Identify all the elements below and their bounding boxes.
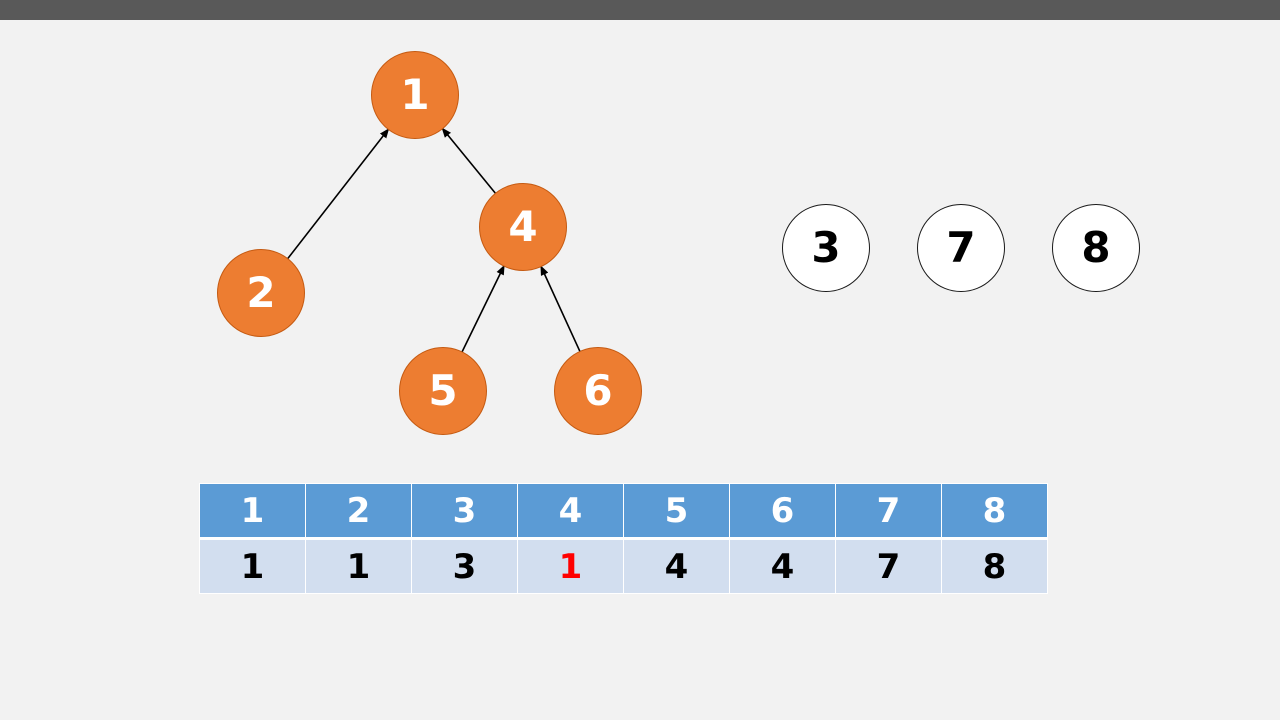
parent-cell: 7 <box>835 538 942 594</box>
top-bar <box>0 0 1280 20</box>
tree-node-1: 1 <box>371 51 459 139</box>
tree-node-1-label: 1 <box>400 70 430 119</box>
tree-node-4-label: 4 <box>508 202 538 251</box>
edge-4-to-1 <box>441 127 498 196</box>
tree-node-2-label: 2 <box>246 268 276 317</box>
single-node-8-label: 8 <box>1081 223 1111 272</box>
tree-node-5: 5 <box>399 347 487 435</box>
tree-node-2: 2 <box>217 249 305 337</box>
edge-5-to-4 <box>460 264 505 355</box>
single-node-7: 7 <box>917 204 1005 292</box>
index-cell: 4 <box>517 483 624 540</box>
edge-2-to-1 <box>285 128 390 262</box>
tree-node-5-label: 5 <box>428 366 458 415</box>
parent-cell: 4 <box>623 538 730 594</box>
single-node-3: 3 <box>782 204 870 292</box>
index-cell: 8 <box>941 483 1048 540</box>
index-cell: 1 <box>199 483 306 540</box>
index-row: 1 2 3 4 5 6 7 8 <box>199 483 1048 540</box>
tree-node-6-label: 6 <box>583 366 613 415</box>
index-cell: 3 <box>411 483 518 540</box>
parent-cell: 3 <box>411 538 518 594</box>
single-node-3-label: 3 <box>811 223 841 272</box>
tree-node-4: 4 <box>479 183 567 271</box>
parent-array-table: 1 2 3 4 5 6 7 8 1 1 3 1 4 4 7 8 <box>199 483 1048 594</box>
index-cell: 2 <box>305 483 412 540</box>
parent-cell: 1 <box>305 538 412 594</box>
single-node-8: 8 <box>1052 204 1140 292</box>
index-cell: 7 <box>835 483 942 540</box>
single-node-7-label: 7 <box>946 223 976 272</box>
parent-cell: 1 <box>199 538 306 594</box>
parent-cell: 4 <box>729 538 836 594</box>
tree-node-6: 6 <box>554 347 642 435</box>
index-cell: 6 <box>729 483 836 540</box>
parent-row: 1 1 3 1 4 4 7 8 <box>199 538 1048 594</box>
parent-cell: 8 <box>941 538 1048 594</box>
parent-cell: 1 <box>517 538 624 594</box>
index-cell: 5 <box>623 483 730 540</box>
edge-6-to-4 <box>540 265 582 355</box>
